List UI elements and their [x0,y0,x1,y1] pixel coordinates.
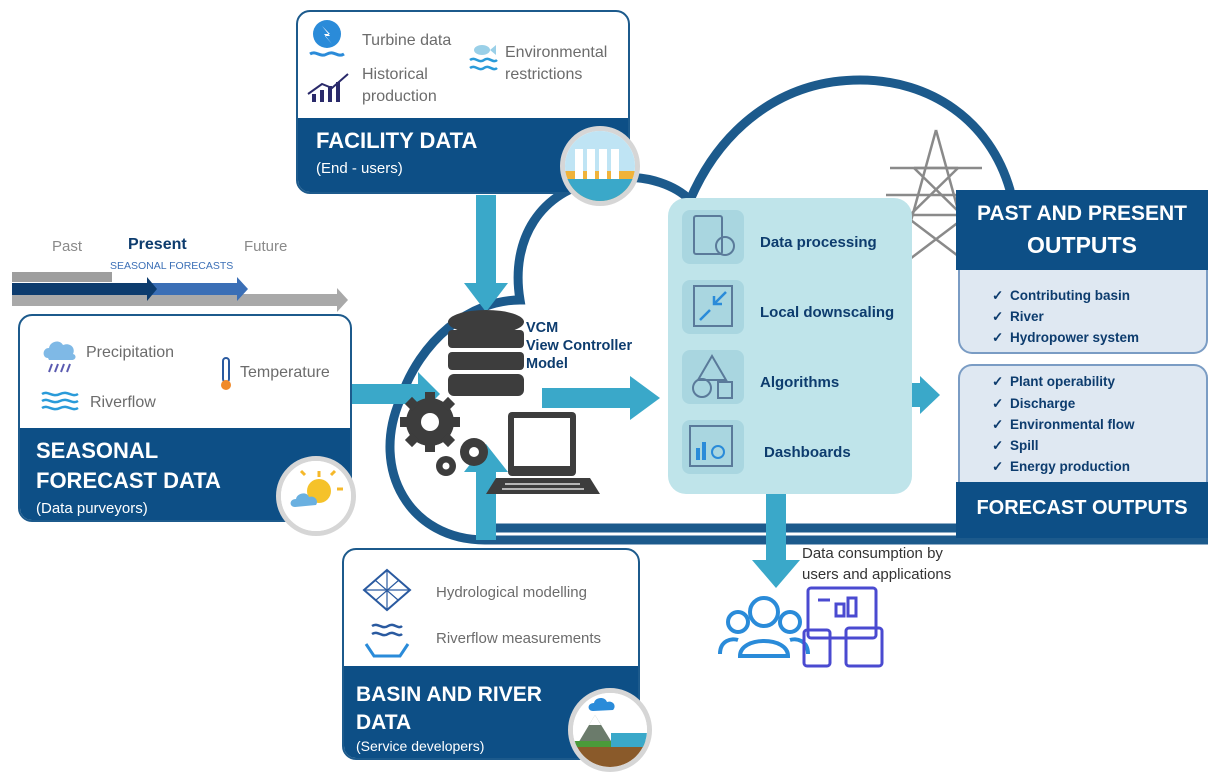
forecast-item-5-text: Energy production [1010,459,1131,474]
hydrological-mesh-icon [362,568,412,612]
view-controller-label: View Controller [526,338,633,354]
riverflow-icon [41,391,79,411]
check-icon: ✓ [992,374,1004,389]
turbine-icon [309,20,345,57]
seasonal-title-1: SEASONAL [36,438,159,463]
seasonal-forecasts-label: SEASONAL FORECASTS [110,260,234,272]
dashboard-devices-icon [802,586,884,668]
dam-circle-icon [560,126,640,206]
temperature-label: Temperature [240,364,330,381]
processing-item-dashboards: Dashboards [764,444,851,461]
data-processing-icon [682,210,744,264]
basin-title-2: DATA [356,711,412,734]
forecast-outputs-title: FORECAST OUTPUTS [976,497,1188,519]
processing-item-data-processing: Data processing [760,234,877,251]
precipitation-icon [43,341,76,373]
forecast-header [956,482,1208,538]
check-icon: ✓ [992,417,1004,432]
environmental-label-1: Environmental [505,44,608,61]
thermometer-icon [221,357,231,390]
timeline-bar-future [12,294,337,306]
forecast-item-2-text: Discharge [1010,396,1076,411]
timeline-past-label: Past [52,238,83,255]
local-downscaling-icon [682,280,744,334]
forecast-item-5: ✓ Energy production [992,459,1130,475]
precipitation-label: Precipitation [86,344,175,361]
past-present-title-2: OUTPUTS [1027,232,1137,258]
past-present-item-3-text: Hydropower system [1010,330,1140,345]
past-present-item-1-text: Contributing basin [1010,288,1130,303]
model-label: Model [526,356,568,372]
transmission-tower-icon [886,129,986,269]
seasonal-title-2: FORECAST DATA [36,468,221,493]
historical-label-2: production [362,88,437,105]
landscape-circle-icon [568,688,652,772]
check-icon: ✓ [992,438,1004,453]
processing-item-algorithms: Algorithms [760,374,840,391]
forecast-item-1: ✓ Plant operability [992,374,1115,390]
forecast-item-3-text: Environmental flow [1010,417,1135,432]
forecast-list-box [958,364,1208,482]
basin-subtitle: (Service developers) [356,738,485,754]
historical-label-1: Historical [362,66,428,83]
facility-data-title: FACILITY DATA [316,128,478,153]
sun-cloud-circle-icon [276,456,356,536]
gears-icon [400,392,488,476]
processing-item-local-downscaling: Local downscaling [760,304,895,321]
database-icon [448,310,524,396]
consumption-label-1: Data consumption by [802,545,943,562]
laptop-icon [486,412,600,494]
algorithms-icon [682,350,744,404]
past-present-item-2: ✓ River [992,309,1044,325]
facility-data-subtitle: (End - users) [316,160,403,177]
users-group-icon [718,596,810,658]
timeline-bar-past [12,283,147,295]
check-icon: ✓ [992,396,1004,411]
environmental-label-2: restrictions [505,66,583,83]
check-icon: ✓ [992,330,1004,345]
riverflow-label: Riverflow [90,394,156,411]
forecast-item-4: ✓ Spill [992,438,1039,454]
check-icon: ✓ [992,309,1004,324]
production-chart-icon [307,73,349,102]
vcm-label: VCM [526,320,559,336]
hydrological-modelling-label: Hydrological modelling [436,584,587,601]
past-present-item-1: ✓ Contributing basin [992,288,1130,304]
consumption-label-2: users and applications [802,566,952,583]
timeline-future-label: Future [244,238,288,255]
check-icon: ✓ [992,288,1004,303]
arrow-seasonal-to-vcm [352,384,422,404]
past-present-item-3: ✓ Hydropower system [992,330,1139,346]
fish-water-icon [469,45,498,71]
forecast-item-1-text: Plant operability [1010,374,1116,389]
seasonal-subtitle: (Data purveyors) [36,500,148,517]
past-present-list-box [958,270,1208,354]
riverflow-measurement-icon [364,623,410,658]
forecast-item-3: ✓ Environmental flow [992,417,1135,433]
turbine-data-label: Turbine data [362,32,452,49]
basin-title-1: BASIN AND RIVER [356,683,542,706]
past-present-title-1: PAST AND PRESENT [976,202,1188,225]
check-icon: ✓ [992,459,1004,474]
dashboards-icon [682,420,744,474]
past-present-header [956,190,1208,270]
arrow-vcm-to-processing [542,388,632,408]
forecast-item-2: ✓ Discharge [992,396,1075,412]
arrow-basin-to-vcm [476,470,496,540]
timeline-present-label: Present [128,236,187,253]
riverflow-measurements-label: Riverflow measurements [436,630,602,647]
arrow-processing-to-users [766,492,786,562]
past-present-item-2-text: River [1010,309,1044,324]
forecast-item-4-text: Spill [1010,438,1039,453]
arrow-facility-to-vcm [476,195,496,283]
